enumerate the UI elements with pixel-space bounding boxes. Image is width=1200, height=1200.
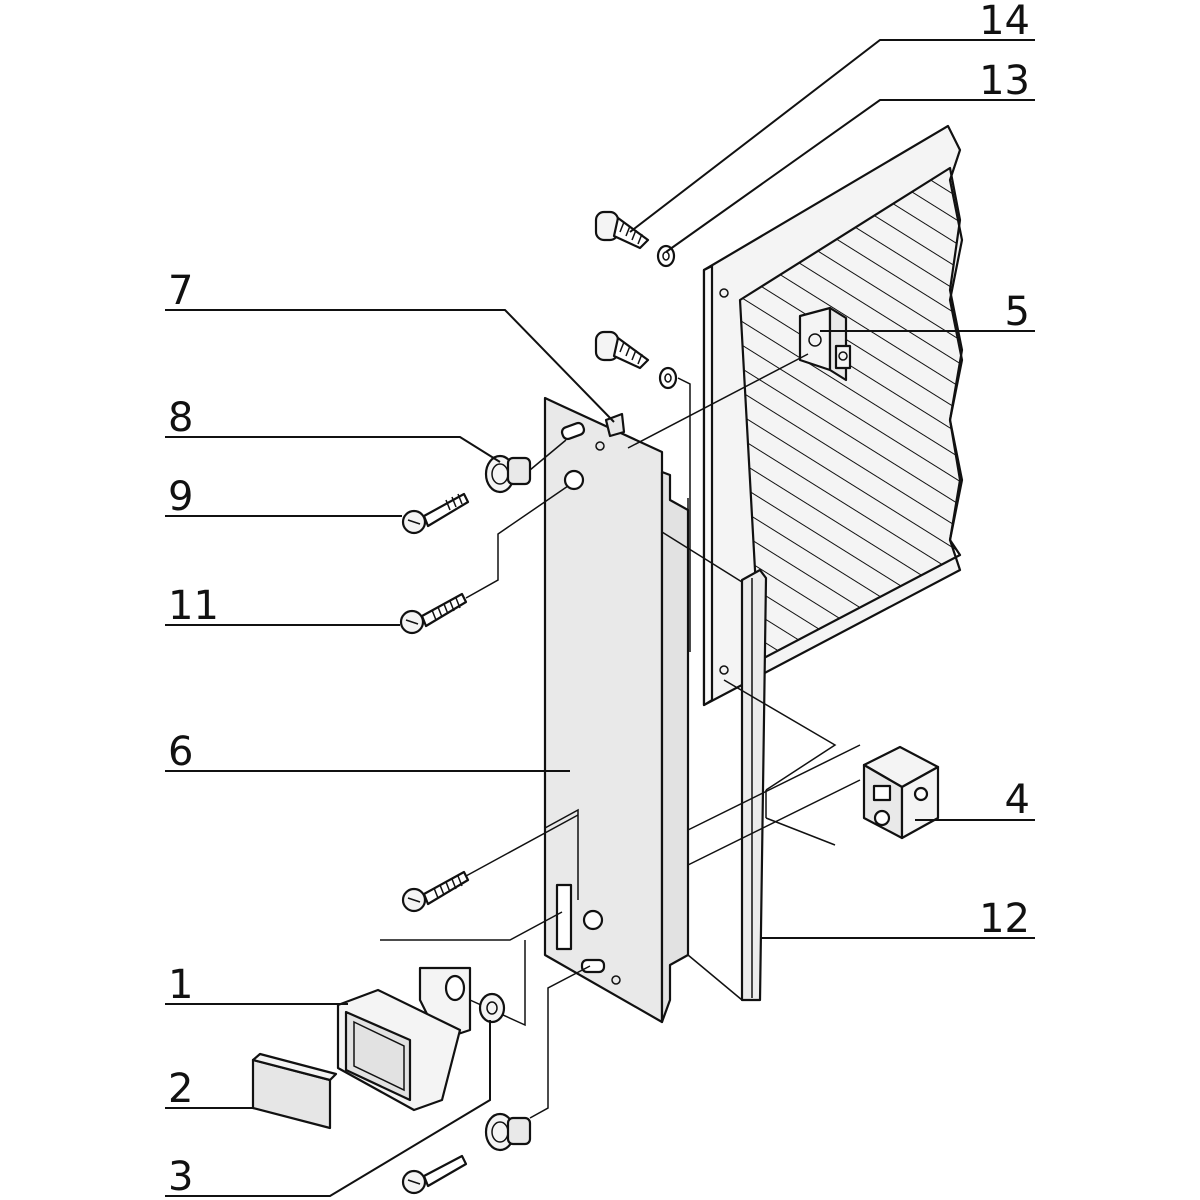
screw-part-9 xyxy=(401,492,470,535)
handle-part-1 xyxy=(336,911,563,1112)
callout-1: 1 xyxy=(168,962,193,1008)
washer-part-13-upper xyxy=(656,244,676,268)
callout-labels: 14 13 5 7 8 9 11 6 4 12 1 2 3 xyxy=(168,0,1030,1200)
spacer-part-3 xyxy=(478,992,506,1024)
side-block-part-4 xyxy=(862,745,940,840)
circuit-board xyxy=(702,124,964,707)
callout-11: 11 xyxy=(168,583,219,629)
leader-lines xyxy=(165,39,1035,1197)
callout-6: 6 xyxy=(168,729,193,775)
callout-5: 5 xyxy=(1005,289,1030,335)
callout-13: 13 xyxy=(979,58,1030,104)
callout-2: 2 xyxy=(168,1066,193,1112)
callout-4: 4 xyxy=(1005,777,1030,823)
screw-panel-lower xyxy=(401,814,579,913)
callout-9: 9 xyxy=(168,474,193,520)
captive-screw-part-8-bottom xyxy=(401,965,591,1195)
label-plate-part-2 xyxy=(251,1052,338,1130)
captive-screw-part-8-top xyxy=(484,439,567,494)
screw-part-11 xyxy=(399,485,569,635)
rail-part-12 xyxy=(661,531,768,1002)
mounting-frame-lines xyxy=(687,498,861,866)
callout-3: 3 xyxy=(168,1154,193,1200)
screw-part-14-lower xyxy=(594,330,650,370)
screw-part-14-upper xyxy=(594,210,650,250)
washer-part-13-lower xyxy=(658,366,678,390)
front-panel-part-6 xyxy=(543,396,690,1024)
callout-8: 8 xyxy=(168,395,193,441)
callout-7: 7 xyxy=(168,268,193,314)
callout-14: 14 xyxy=(979,0,1030,44)
callout-12: 12 xyxy=(979,896,1030,942)
